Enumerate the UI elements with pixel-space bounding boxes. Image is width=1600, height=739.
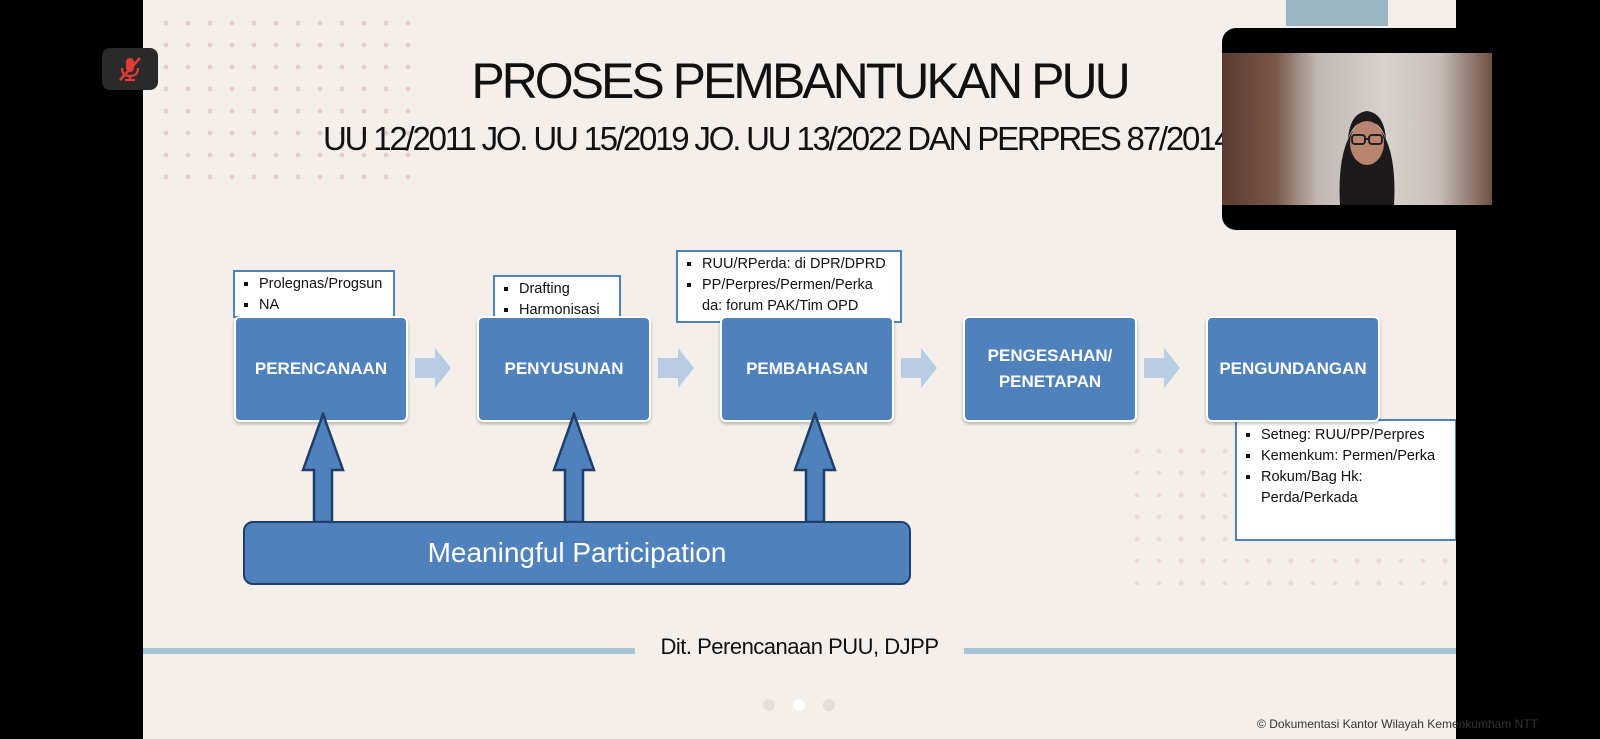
note-item: Prolegnas/Progsun bbox=[259, 274, 385, 295]
page-dot[interactable] bbox=[823, 699, 835, 711]
stage-pengesahan: PENGESAHAN/ PENETAPAN bbox=[963, 316, 1137, 422]
arrow-up-icon bbox=[301, 412, 345, 524]
decor-dots-top bbox=[155, 12, 425, 182]
note-item: Drafting bbox=[519, 279, 611, 300]
stage-penyusunan: PENYUSUNAN bbox=[477, 316, 651, 422]
participant-video-feed bbox=[1222, 53, 1492, 205]
stage-label: PEMBAHASAN bbox=[746, 359, 868, 378]
arrow-right-icon bbox=[1144, 348, 1180, 388]
stage-label: PENETAPAN bbox=[998, 372, 1102, 391]
note-item: Setneg: RUU/PP/Perpres bbox=[1261, 425, 1447, 446]
meaningful-participation-box: Meaningful Participation bbox=[243, 521, 911, 585]
note-item: Rokum/Bag Hk: Perda/Perkada bbox=[1261, 467, 1447, 509]
stage-pembahasan: PEMBAHASAN bbox=[720, 316, 894, 422]
page-dot-active[interactable] bbox=[793, 699, 805, 711]
arrow-up-icon bbox=[793, 412, 837, 524]
note-item: Kemenkum: Permen/Perka bbox=[1261, 446, 1447, 467]
stage-perencanaan: PERENCANAAN bbox=[234, 316, 408, 422]
stage-label: PENGUNDANGAN bbox=[1219, 359, 1367, 378]
stage-label: PENYUSUNAN bbox=[504, 359, 624, 378]
stage-pengundangan: PENGUNDANGAN bbox=[1206, 316, 1380, 422]
arrow-right-icon bbox=[658, 348, 694, 388]
footer-line-left bbox=[143, 648, 635, 654]
note-item: RUU/RPerda: di DPR/DPRD bbox=[702, 254, 892, 275]
note-pembahasan: RUU/RPerda: di DPR/DPRD PP/Perpres/Perme… bbox=[676, 250, 902, 323]
arrow-right-icon bbox=[415, 348, 451, 388]
watermark-text: © Dokumentasi Kantor Wilayah Kemenkumham… bbox=[1257, 717, 1538, 731]
note-pengundangan: Setneg: RUU/PP/Perpres Kemenkum: Permen/… bbox=[1235, 419, 1456, 541]
note-item: Harmonisasi bbox=[519, 300, 611, 321]
footer-line-right bbox=[964, 648, 1456, 654]
decor-top-bar bbox=[1286, 0, 1388, 26]
stage-label: PERENCANAAN bbox=[254, 359, 388, 378]
mic-mute-button[interactable] bbox=[102, 48, 158, 90]
arrow-right-icon bbox=[901, 348, 937, 388]
microphone-muted-icon bbox=[119, 57, 141, 82]
note-item: NA bbox=[259, 295, 385, 316]
arrow-up-icon bbox=[552, 412, 596, 524]
slide-subtitle: UU 12/2011 JO. UU 15/2019 JO. UU 13/2022… bbox=[323, 120, 1233, 157]
note-perencanaan: Prolegnas/Progsun NA bbox=[233, 270, 395, 318]
stage-label: PENGESAHAN/ bbox=[987, 346, 1113, 365]
slide-footer: Dit. Perencanaan PUU, DJPP bbox=[660, 634, 939, 659]
page-dot[interactable] bbox=[763, 699, 775, 711]
note-item: PP/Perpres/Permen/Perka da: forum PAK/Ti… bbox=[702, 275, 892, 317]
participant-video-tile[interactable] bbox=[1222, 28, 1492, 230]
slide-title: PROSES PEMBANTUKAN PUU bbox=[471, 53, 1130, 109]
participant-avatar bbox=[1339, 111, 1395, 205]
